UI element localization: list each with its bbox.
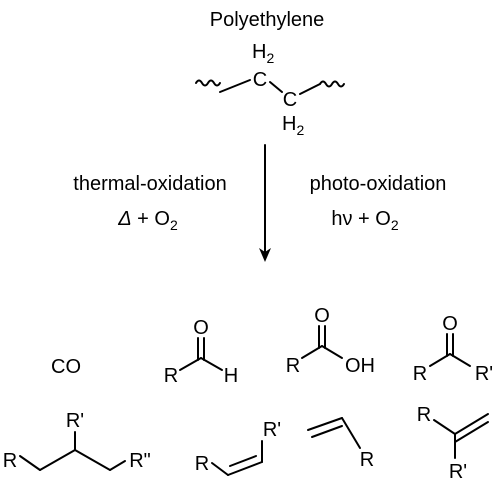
arrow-head: [259, 248, 271, 262]
product-internal-alkene: R' R: [195, 419, 281, 476]
bond-ch2-2: [299, 83, 321, 95]
product-vinylidene: R R': [417, 404, 489, 483]
carbon-1: C: [253, 69, 267, 91]
bond-c-c: [269, 81, 283, 93]
branch-r: R: [3, 450, 17, 472]
product-aldehyde: O R H: [164, 317, 238, 387]
branch-r-double-prime: R": [129, 450, 151, 472]
aldehyde-h: H: [224, 365, 238, 387]
reaction-arrow: [259, 144, 271, 262]
carbon-2: C: [283, 89, 297, 111]
product-terminal-alkene: R: [307, 417, 374, 471]
wavy-right-bond: [319, 80, 345, 88]
aldehyde-oxygen: O: [193, 317, 209, 339]
product-ketone: O R R': [413, 313, 493, 385]
photo-oxidation-label: photo-oxidation: [310, 173, 447, 195]
thermal-oxidation-label: thermal-oxidation: [73, 173, 226, 195]
vinylidene-r: R: [417, 404, 431, 426]
acid-oh: OH: [345, 355, 375, 377]
acid-r: R: [286, 355, 300, 377]
product-carboxylic-acid: O R OH: [286, 305, 375, 377]
thermal-reagents: Δ + O2: [117, 208, 178, 233]
ketone-r: R: [413, 363, 427, 385]
terminal-alkene-r: R: [360, 449, 374, 471]
h2-top: H2: [252, 41, 274, 66]
alkene-r-prime: R': [263, 419, 281, 441]
polyethylene-structure: C H2 C H2: [195, 41, 345, 138]
wavy-left-bond: [195, 79, 221, 87]
aldehyde-r: R: [164, 365, 178, 387]
diagram-title: Polyethylene: [210, 9, 325, 31]
ketone-r-prime: R': [475, 363, 493, 385]
ketone-oxygen: O: [442, 313, 458, 335]
product-carbon-monoxide: CO: [51, 356, 81, 378]
acid-oxygen: O: [314, 305, 330, 327]
vinylidene-r-prime: R': [449, 461, 467, 483]
bond-ch2-1: [219, 79, 251, 93]
product-branched-alkane: R' R R": [3, 410, 151, 472]
branch-r-prime: R': [66, 410, 84, 432]
alkene-r: R: [195, 453, 209, 475]
h2-bottom: H2: [282, 113, 304, 138]
photo-reagents: hν + O2: [331, 208, 398, 233]
